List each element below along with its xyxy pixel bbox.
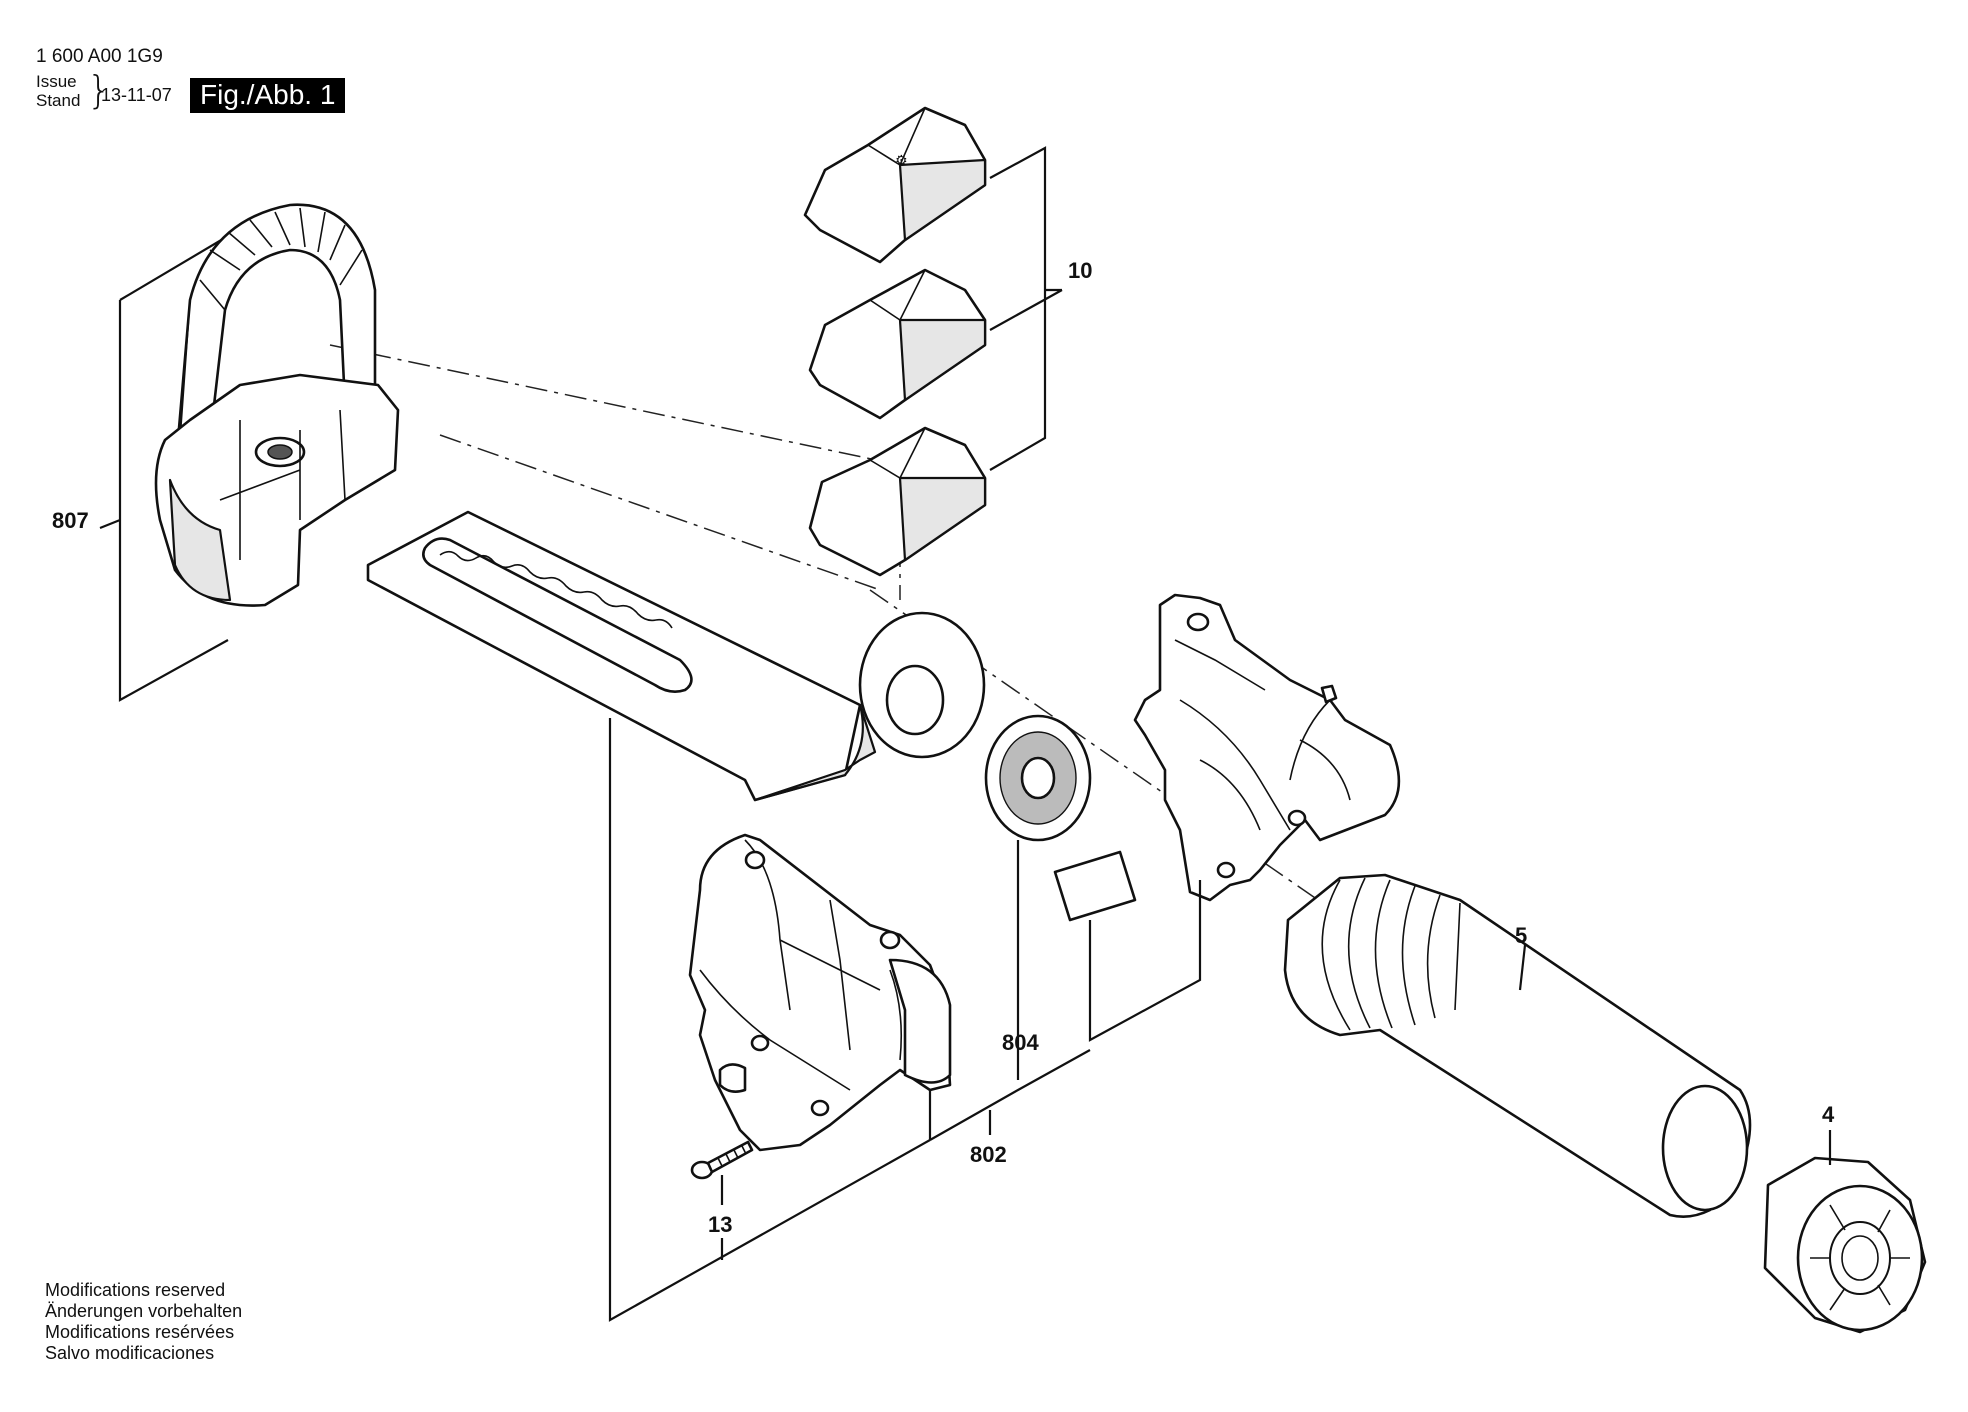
housing-upper-part	[1133, 593, 1401, 902]
bracket-807	[99, 235, 229, 702]
leader-5	[1518, 944, 1527, 991]
selector-cap-3-part	[808, 426, 987, 577]
leader-802-frame	[608, 718, 932, 1322]
housing-lower-part	[688, 833, 952, 1152]
end-nut-part	[1763, 1156, 1927, 1334]
callout-13: 13	[708, 1212, 732, 1237]
note-line-de: Änderungen vorbehalten	[45, 1301, 243, 1321]
note-line-es: Salvo modificaciones	[45, 1343, 215, 1363]
callout-5: 5	[1515, 923, 1527, 948]
figure-label: Fig./Abb. 1	[190, 78, 346, 113]
bracket-10	[989, 146, 1063, 471]
selector-cap-1-part: ⚙	[803, 106, 987, 264]
guide-plate-part	[366, 510, 986, 802]
selector-cap-2-part	[808, 268, 987, 420]
issue-label-de: Stand	[36, 91, 81, 110]
issue-date: 13-11-07	[101, 85, 172, 105]
cap-1-marking: ⚙	[895, 153, 908, 169]
screw-part	[690, 1140, 754, 1180]
issue-labels: Issue Stand	[36, 72, 80, 110]
modification-notes: Modifications reserved Änderungen vorbeh…	[45, 1280, 242, 1364]
clamp-strap-part	[154, 203, 400, 607]
document-number: 1 600 A00 1G9	[36, 46, 163, 67]
callout-804: 804	[1002, 1030, 1039, 1055]
callout-4: 4	[1822, 1102, 1835, 1127]
axis-line-upper	[329, 344, 901, 466]
issue-label-en: Issue	[36, 72, 77, 91]
callout-807: 807	[52, 508, 89, 533]
leader-804-802	[929, 840, 1202, 1141]
label-plate-part	[1053, 850, 1137, 922]
note-line-fr: Modifications resérvées	[45, 1322, 235, 1342]
serrated-washer-part	[984, 714, 1092, 842]
callout-802: 802	[970, 1142, 1007, 1167]
handle-sleeve-part	[1283, 873, 1752, 1218]
note-line-en: Modifications reserved	[45, 1280, 226, 1300]
callout-10: 10	[1068, 258, 1092, 283]
brace-glyph: }	[87, 68, 112, 112]
